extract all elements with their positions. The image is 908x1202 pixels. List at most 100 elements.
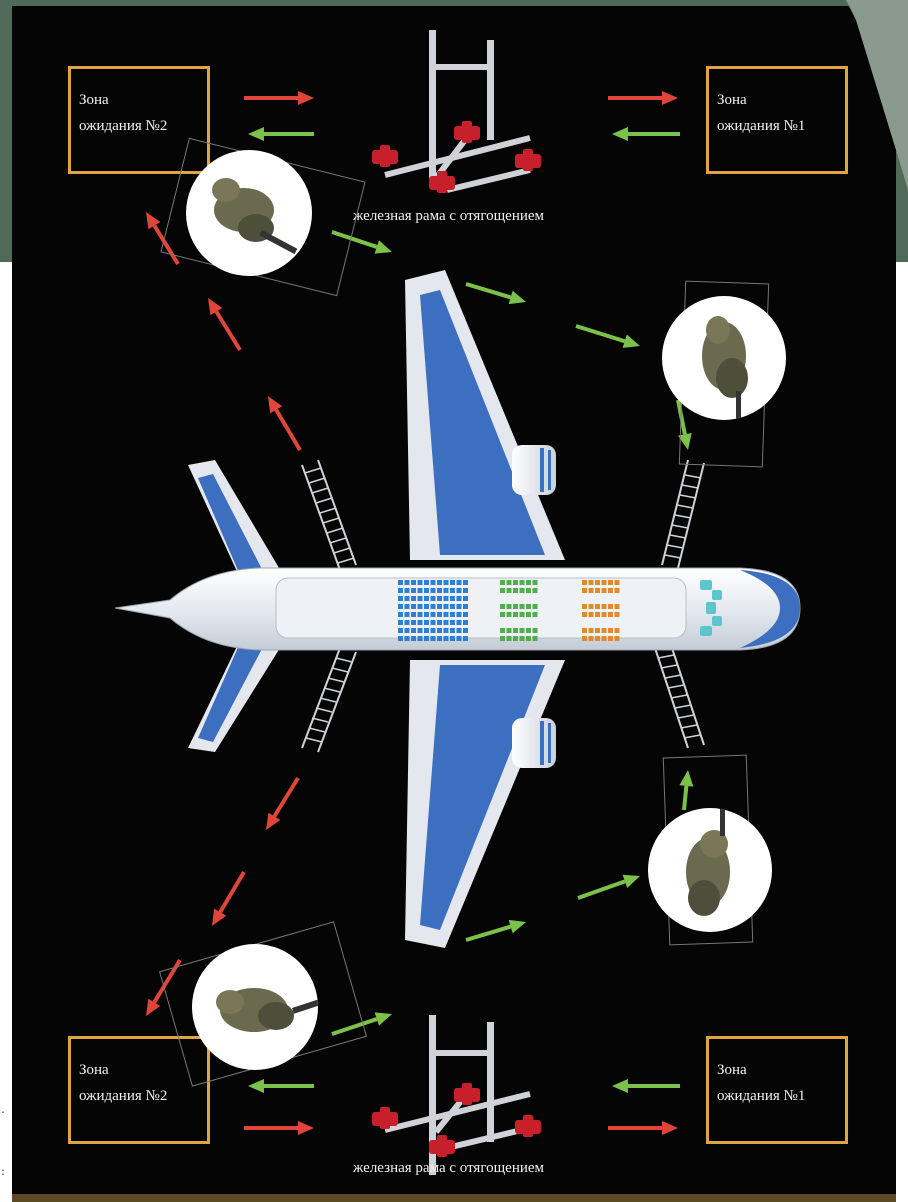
arrow-icon — [244, 1121, 314, 1135]
zone-subtitle: ожидания №2 — [79, 113, 207, 139]
zone-subtitle: ожидания №1 — [717, 1083, 845, 1109]
seat — [437, 612, 442, 617]
seat — [450, 580, 455, 585]
seat — [507, 636, 512, 641]
seat — [608, 588, 613, 593]
soldier-icon — [192, 944, 318, 1070]
weighted-frame-icon — [372, 1015, 541, 1175]
seat — [608, 580, 613, 585]
seat — [463, 596, 468, 601]
seat — [507, 628, 512, 633]
seat — [602, 604, 607, 609]
seat — [526, 604, 531, 609]
seat — [595, 636, 600, 641]
arrow-icon — [244, 91, 314, 105]
seat — [513, 612, 518, 617]
arrow-icon — [212, 872, 244, 926]
seat — [582, 636, 587, 641]
seat — [411, 596, 416, 601]
seat — [457, 604, 462, 609]
seat — [437, 604, 442, 609]
seat — [500, 628, 505, 633]
seat — [450, 628, 455, 633]
seat — [582, 628, 587, 633]
seat — [431, 588, 436, 593]
seat — [424, 620, 429, 625]
waiting-zone-1-top: Зона ожидания №1 — [706, 66, 848, 174]
seat — [444, 588, 449, 593]
seat — [418, 604, 423, 609]
seat — [595, 580, 600, 585]
seat — [615, 628, 620, 633]
seat — [411, 620, 416, 625]
seat — [444, 580, 449, 585]
seat — [437, 588, 442, 593]
seat — [513, 588, 518, 593]
seat — [444, 620, 449, 625]
seat — [424, 604, 429, 609]
seat — [463, 636, 468, 641]
seat — [398, 604, 403, 609]
seat — [424, 612, 429, 617]
zone-subtitle: ожидания №2 — [79, 1083, 207, 1109]
seat — [398, 620, 403, 625]
seat — [615, 636, 620, 641]
arrow-icon — [576, 326, 640, 348]
seat — [405, 596, 410, 601]
seat — [463, 588, 468, 593]
arrow-icon — [612, 1079, 680, 1093]
seat — [418, 580, 423, 585]
seat — [589, 612, 594, 617]
seat — [526, 636, 531, 641]
seat — [520, 628, 525, 633]
soldier-icon — [648, 808, 772, 932]
seat — [533, 580, 538, 585]
seat — [444, 604, 449, 609]
seat — [405, 612, 410, 617]
seat — [608, 604, 613, 609]
arrow-icon — [608, 1121, 678, 1135]
seat — [431, 628, 436, 633]
seat — [405, 580, 410, 585]
seat — [500, 588, 505, 593]
seat — [457, 596, 462, 601]
bottom-border — [12, 1194, 896, 1202]
seat — [500, 612, 505, 617]
frame-caption-top: железная рама с отягощением — [353, 208, 544, 225]
seat — [533, 628, 538, 633]
seat — [431, 636, 436, 641]
seat — [437, 628, 442, 633]
seat — [457, 620, 462, 625]
seat — [411, 604, 416, 609]
seat — [520, 580, 525, 585]
ladder-icon — [302, 648, 356, 752]
seat — [424, 596, 429, 601]
seat — [582, 588, 587, 593]
seat — [437, 596, 442, 601]
seat — [431, 580, 436, 585]
seat — [513, 636, 518, 641]
seat — [431, 620, 436, 625]
seat — [595, 628, 600, 633]
seat — [450, 620, 455, 625]
ladder-icon — [662, 460, 704, 568]
seat — [533, 604, 538, 609]
seat — [450, 588, 455, 593]
seat — [424, 636, 429, 641]
seat — [582, 612, 587, 617]
soldier-icon — [662, 296, 786, 420]
seat — [602, 628, 607, 633]
seat — [437, 620, 442, 625]
seat — [418, 596, 423, 601]
edge-mark: · — [0, 1108, 6, 1119]
seat — [602, 636, 607, 641]
arrow-icon — [466, 284, 526, 304]
seat — [450, 612, 455, 617]
seat — [411, 636, 416, 641]
seat — [444, 612, 449, 617]
soldier-icon — [186, 150, 312, 276]
seat — [602, 580, 607, 585]
weighted-frame-icon — [372, 30, 541, 193]
seat — [507, 604, 512, 609]
seat — [424, 628, 429, 633]
